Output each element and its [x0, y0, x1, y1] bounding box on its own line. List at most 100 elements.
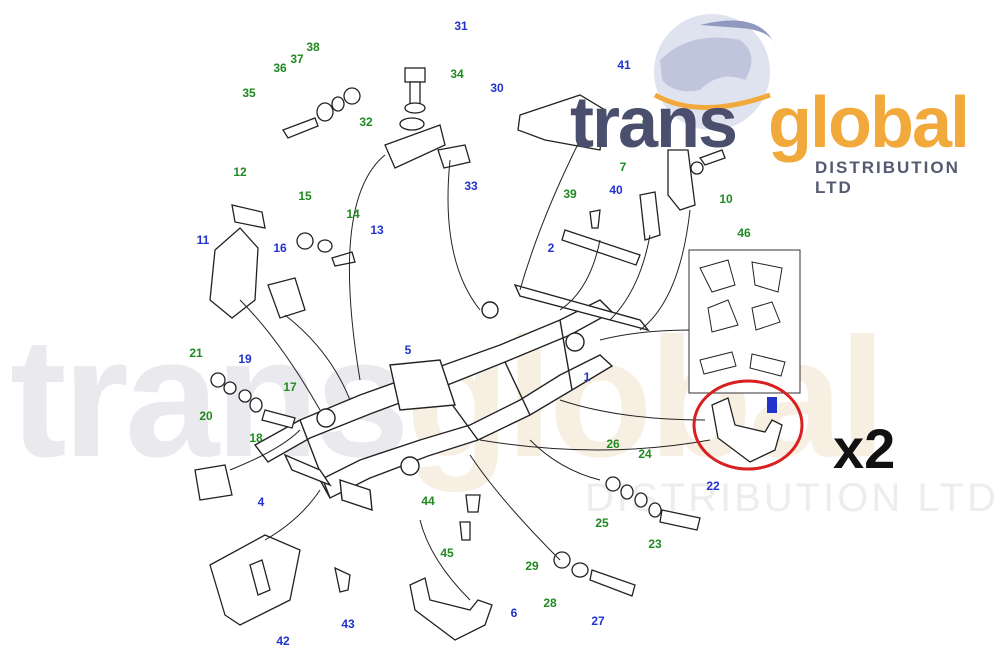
part-27-bolt	[589, 569, 636, 597]
part-14-washer	[317, 239, 333, 253]
callout-4: 4	[258, 495, 265, 509]
callout-14: 14	[346, 207, 360, 221]
leader-lines	[229, 139, 711, 601]
callout-6: 6	[511, 606, 518, 620]
callout-16: 16	[273, 241, 287, 255]
callout-13: 13	[370, 223, 384, 237]
part-30-bracket	[384, 124, 446, 169]
callout-8: 8	[642, 117, 649, 131]
part-33-clip	[437, 144, 471, 169]
part-43-bolt	[334, 566, 351, 593]
part-32-washer	[399, 117, 425, 131]
callout-20: 20	[199, 409, 213, 423]
callout-40: 40	[609, 183, 623, 197]
part-26-nut	[605, 476, 621, 492]
logo-word-global: global	[768, 83, 970, 163]
callout-44: 44	[421, 494, 435, 508]
callout-28: 28	[543, 596, 557, 610]
highlight-ring	[692, 379, 804, 471]
callout-27: 27	[591, 614, 605, 628]
callout-12: 12	[233, 165, 247, 179]
part-15-nut	[296, 232, 314, 250]
part-11-bracket	[209, 227, 259, 319]
callout-33: 33	[464, 179, 478, 193]
watermark-word-global: global	[405, 303, 887, 493]
callout-18: 18	[249, 431, 263, 445]
callout-30: 30	[490, 81, 504, 95]
part-41-bracket	[517, 94, 606, 151]
part-28-washer	[571, 562, 589, 578]
part-16-bracket	[267, 277, 306, 319]
part-23-washer	[648, 502, 662, 518]
callout-5: 5	[405, 343, 412, 357]
part-7-plate	[639, 191, 661, 241]
logo-tagline: DISTRIBUTION LTD	[815, 158, 960, 197]
highlight-tag-icon	[767, 397, 777, 413]
watermark-word-trans: trans	[10, 303, 410, 493]
callout-22: 22	[706, 479, 720, 493]
callout-17: 17	[283, 380, 297, 394]
part-8-bracket	[667, 149, 696, 211]
callout-15: 15	[298, 189, 312, 203]
part-22-bolt	[659, 509, 701, 531]
part-19-washer	[238, 389, 252, 403]
globe-logo-icon	[653, 14, 775, 130]
part-37-washer	[331, 96, 345, 112]
callout-38: 38	[306, 40, 320, 54]
callout-9: 9	[689, 113, 696, 127]
callout-31: 31	[454, 19, 468, 33]
callout-43: 43	[341, 617, 355, 631]
logo-word-trans: trans	[570, 83, 738, 163]
part-shapes	[194, 67, 783, 641]
callout-19: 19	[238, 352, 252, 366]
part-25-washer	[620, 484, 634, 500]
callout-24: 24	[638, 447, 652, 461]
callout-32: 32	[359, 115, 373, 129]
callout-34: 34	[450, 67, 464, 81]
part-29-nut	[553, 551, 571, 569]
callout-25: 25	[595, 516, 609, 530]
callout-29: 29	[525, 559, 539, 573]
part-13-bolt	[331, 251, 356, 267]
part-35-bolt	[282, 117, 319, 139]
parts-group-46	[688, 249, 801, 394]
part-45-plug	[459, 521, 471, 541]
part-4-plug	[194, 464, 233, 501]
callout-1: 1	[584, 370, 591, 384]
part-24-washer	[634, 492, 648, 508]
callout-35: 35	[242, 86, 256, 100]
callout-46: 46	[737, 226, 751, 240]
callout-41: 41	[617, 58, 631, 72]
callout-45: 45	[440, 546, 454, 560]
part-10-washer	[690, 161, 704, 175]
part-6-bracket	[409, 577, 493, 641]
part-39-rail	[561, 229, 641, 266]
callout-26: 26	[606, 437, 620, 451]
part-highlighted-bracket	[711, 397, 783, 463]
part-40-screw	[589, 209, 601, 229]
part-44-plug	[465, 494, 481, 513]
callout-37: 37	[290, 52, 304, 66]
part-36-washer	[316, 102, 334, 122]
part-34-washer	[404, 102, 426, 114]
callout-23: 23	[648, 537, 662, 551]
callout-2: 2	[548, 241, 555, 255]
part-20-washer	[223, 381, 237, 395]
part-12-plate	[231, 204, 266, 229]
callout-21: 21	[189, 346, 203, 360]
part-17-bolt	[261, 409, 296, 429]
part-21-nut	[210, 372, 226, 388]
callout-39: 39	[563, 187, 577, 201]
part-18-washer	[249, 397, 263, 413]
quantity-label: x2	[833, 417, 896, 480]
callout-11: 11	[197, 233, 210, 247]
part-9-bolt	[698, 149, 726, 166]
callout-36: 36	[273, 61, 287, 75]
callout-7: 7	[620, 160, 627, 174]
part-31-bolt	[404, 67, 426, 83]
callout-42: 42	[276, 634, 290, 648]
part-38-nut	[343, 87, 361, 105]
callout-10: 10	[719, 192, 733, 206]
